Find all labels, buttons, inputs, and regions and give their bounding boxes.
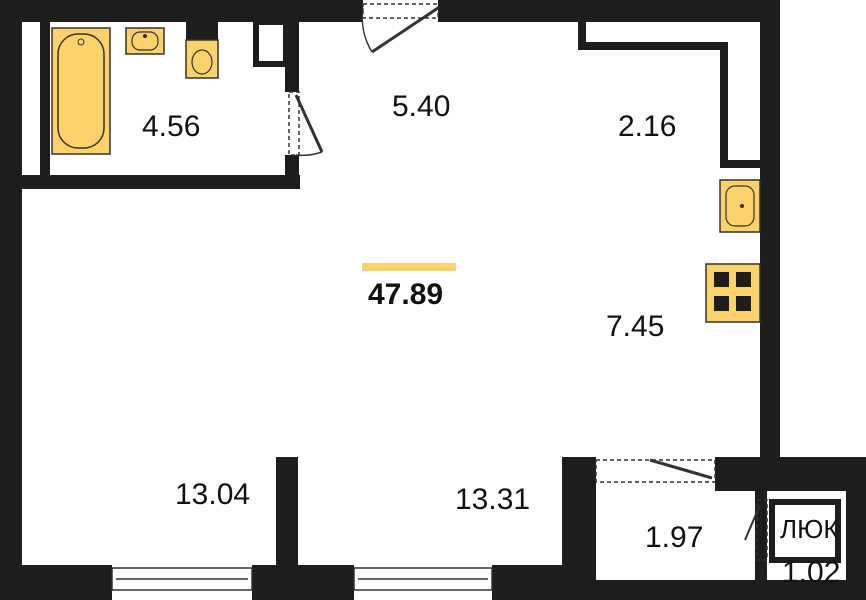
- bathtub-icon: [51, 27, 111, 155]
- stove-icon: [705, 263, 761, 323]
- total-area: 47.89: [368, 278, 444, 311]
- storage-area: 1.02: [782, 556, 841, 589]
- toilet-icon: [185, 22, 219, 79]
- balcony-area: 1.97: [645, 521, 704, 554]
- sink-icon: [125, 27, 165, 55]
- hatch-label: ЛЮК: [780, 514, 839, 544]
- total-area-bar: [362, 263, 456, 271]
- wardrobe-area: 2.16: [618, 110, 677, 143]
- living-left-area: 13.04: [175, 478, 251, 511]
- hallway-area: 5.40: [392, 90, 451, 123]
- bathroom-area: 4.56: [142, 110, 201, 143]
- living-right-area: 13.31: [455, 483, 531, 516]
- kitchen-area: 7.45: [606, 310, 665, 343]
- kitchen-sink-icon: [719, 179, 761, 233]
- doors-windows: [111, 3, 768, 591]
